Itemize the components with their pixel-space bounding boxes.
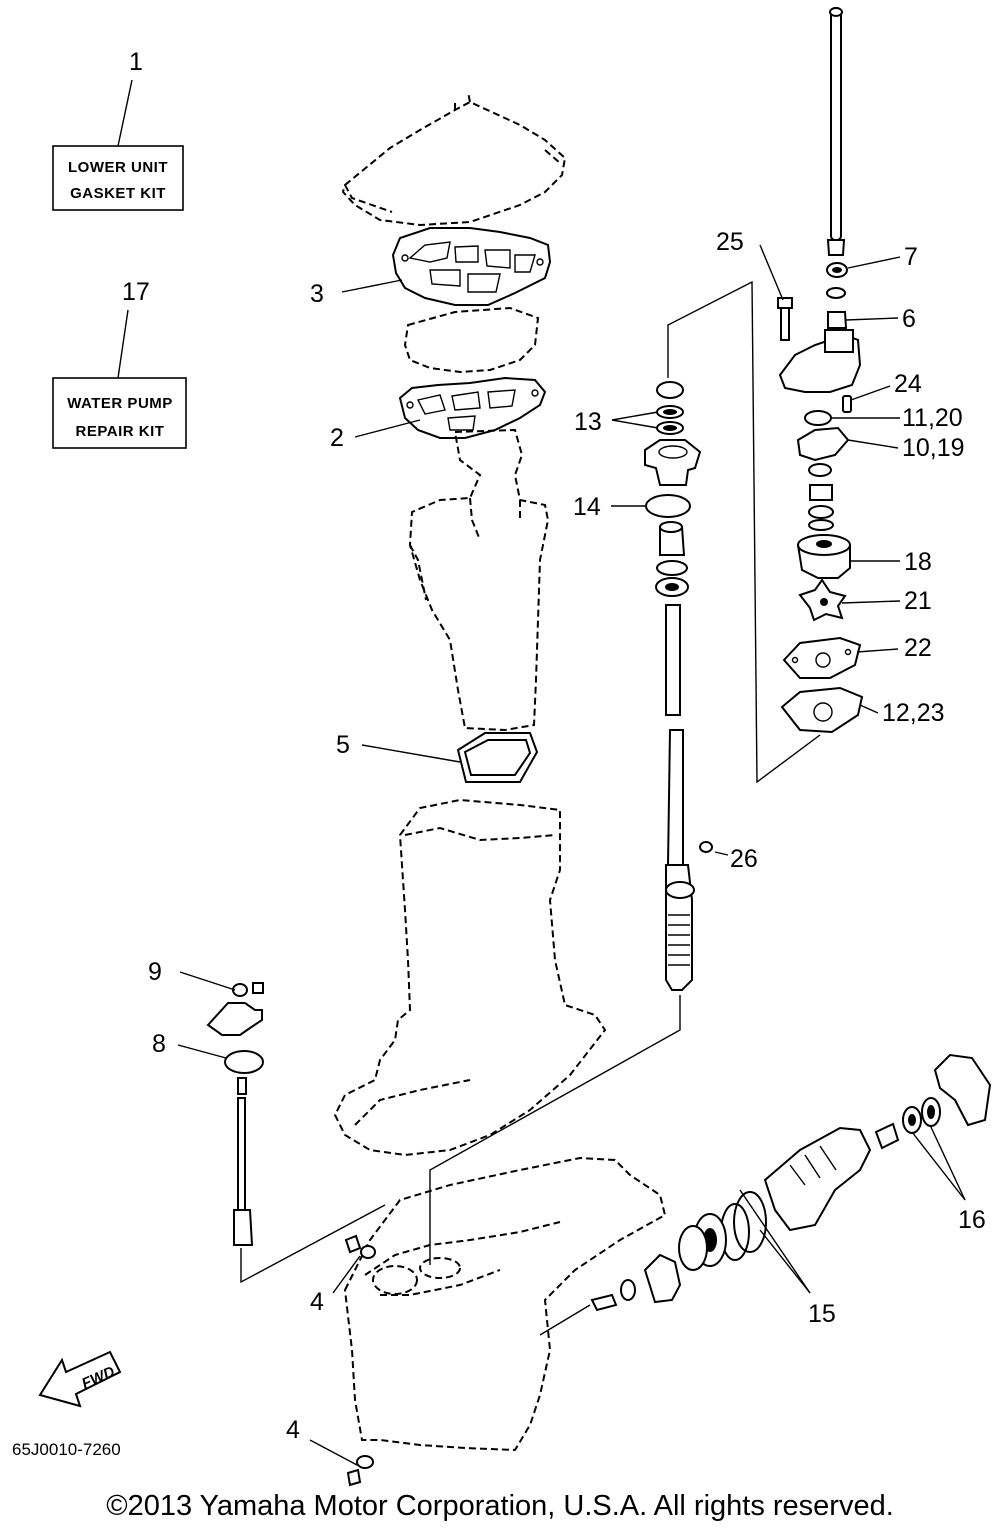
exhaust-guide <box>403 306 540 374</box>
callout-10-19: 10,19 <box>902 434 965 462</box>
callout-17: 17 <box>122 278 150 306</box>
callout-14: 14 <box>573 493 601 521</box>
leader-lines <box>177 244 966 1466</box>
propeller-shaft-assembly <box>539 1053 992 1336</box>
shift-rod-assembly <box>206 982 386 1284</box>
gasket-2 <box>398 376 547 439</box>
parts-diagram: 1 LOWER UNIT GASKET KIT 17 WATER PUMP RE… <box>12 7 992 1487</box>
gear-case <box>343 1156 667 1452</box>
engine-cover <box>341 91 567 227</box>
callout-25: 25 <box>716 228 744 256</box>
callout-5: 5 <box>336 731 350 759</box>
lower-casing <box>333 798 607 1157</box>
callout-11-20: 11,20 <box>902 404 963 432</box>
callout-16: 16 <box>958 1206 986 1234</box>
callout-7: 7 <box>904 243 918 271</box>
drive-shaft-assembly <box>429 280 821 1265</box>
gasket-3 <box>391 227 552 306</box>
callout-9: 9 <box>148 958 162 986</box>
callout-12-23: 12,23 <box>882 699 945 727</box>
callout-13: 13 <box>574 408 602 436</box>
water-pump-stack <box>777 7 864 734</box>
callout-4-upper: 4 <box>310 1288 324 1316</box>
kit-label-line1: LOWER UNIT <box>68 159 168 176</box>
diagram-code: 65J0010-7260 <box>12 1440 121 1459</box>
kit-label-line2: GASKET KIT <box>70 185 166 202</box>
callout-2: 2 <box>330 424 344 452</box>
kit-label-line1: WATER PUMP <box>67 395 173 412</box>
callout-21: 21 <box>904 587 932 615</box>
upper-casing <box>408 428 550 732</box>
callout-8: 8 <box>152 1030 166 1058</box>
callout-3: 3 <box>310 280 324 308</box>
callout-18: 18 <box>904 548 932 576</box>
callout-6: 6 <box>902 305 916 333</box>
callout-numbers: 3 2 5 9 8 4 4 13 14 26 25 7 6 24 11,20 1… <box>148 228 986 1444</box>
callout-1: 1 <box>129 48 143 76</box>
drain-plug-lower <box>346 1455 374 1487</box>
fwd-arrow: FWD <box>38 1350 122 1408</box>
copyright-notice: ©2013 Yamaha Motor Corporation, U.S.A. A… <box>106 1490 894 1522</box>
callout-4-lower: 4 <box>286 1416 300 1444</box>
callout-15: 15 <box>808 1300 836 1328</box>
callout-22: 22 <box>904 634 932 662</box>
seal-5 <box>456 732 539 783</box>
callout-24: 24 <box>894 370 922 398</box>
lower-unit-gasket-kit: 1 LOWER UNIT GASKET KIT <box>52 48 184 211</box>
drain-plug-upper <box>344 1234 376 1259</box>
water-pump-repair-kit: 17 WATER PUMP REPAIR KIT <box>52 278 187 449</box>
callout-26: 26 <box>730 845 758 873</box>
kit-label-line2: REPAIR KIT <box>76 423 165 440</box>
